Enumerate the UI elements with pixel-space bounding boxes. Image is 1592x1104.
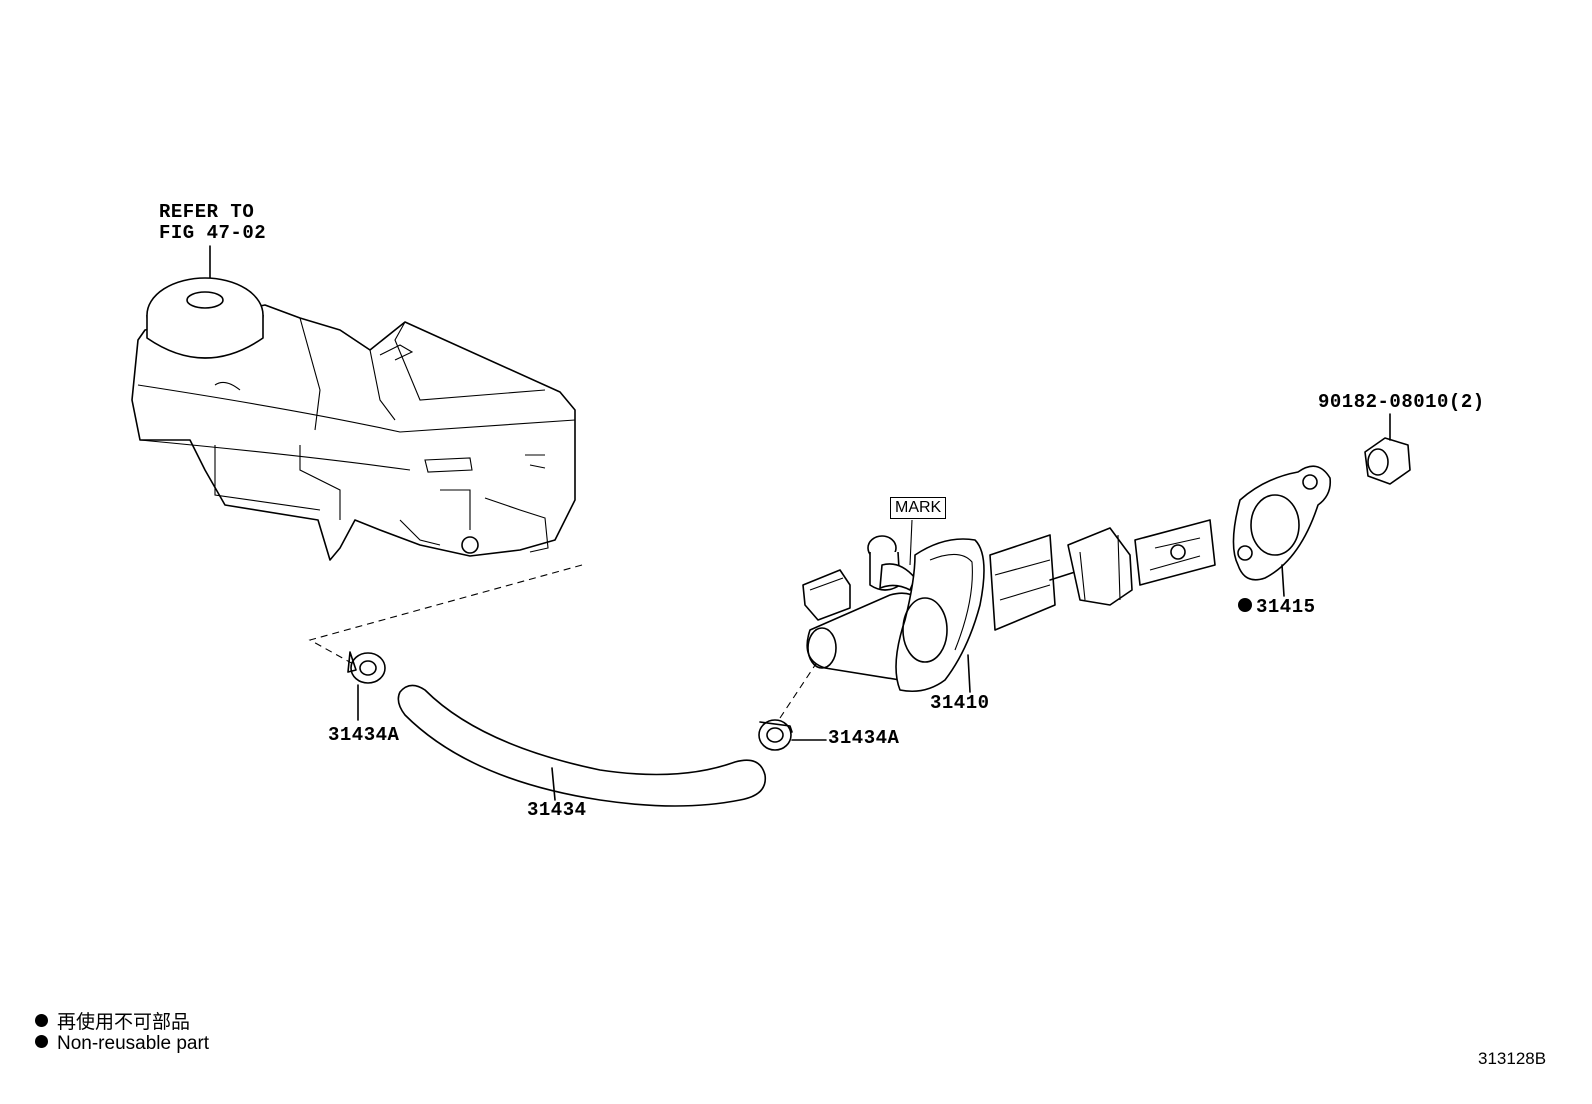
legend-en-text: Non-reusable part	[57, 1033, 210, 1054]
legend-bullet-icon	[35, 1014, 48, 1028]
hose	[397, 684, 767, 807]
callout-master-cylinder[interactable]: 31410	[930, 692, 990, 714]
callout-nut[interactable]: 90182-08010(2)	[1318, 391, 1485, 413]
clamp-left	[347, 651, 386, 721]
reservoir-tank	[131, 245, 576, 561]
callout-clamp-right[interactable]: 31434A	[828, 727, 900, 749]
legend-bullet-icon	[35, 1035, 48, 1049]
callout-hose[interactable]: 31434	[527, 799, 587, 821]
callout-clamp-left[interactable]: 31434A	[328, 724, 400, 746]
figure-code: 313128B	[1478, 1049, 1547, 1068]
clamp-right	[758, 719, 827, 751]
clutch-master-cylinder	[802, 519, 1216, 693]
legend-jp-text: 再使用不可部品	[57, 1012, 191, 1033]
gasket	[1232, 465, 1332, 597]
legend-en: Non-reusable part	[35, 1033, 209, 1055]
callout-gasket[interactable]: 31415	[1238, 596, 1316, 618]
legend-jp: 再使用不可部品	[35, 1007, 190, 1034]
refer-label-line1: REFER TO	[159, 201, 255, 223]
mark-label: MARK	[890, 497, 947, 519]
nut	[1364, 413, 1411, 485]
callout-gasket-number: 31415	[1256, 596, 1316, 618]
non-reusable-bullet-icon	[1238, 597, 1252, 612]
refer-label-line2: FIG 47-02	[159, 222, 267, 244]
